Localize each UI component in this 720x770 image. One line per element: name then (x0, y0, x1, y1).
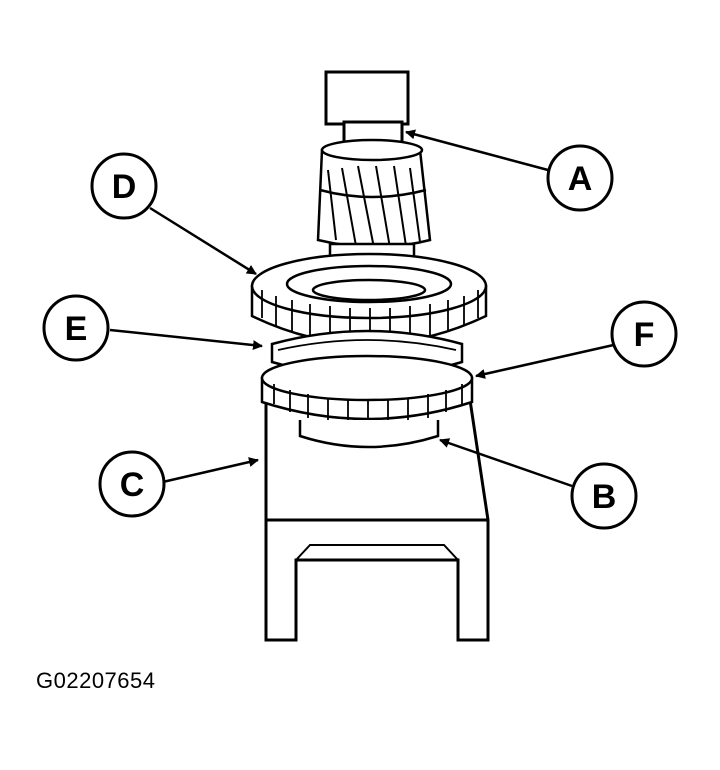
press-fixture (264, 398, 490, 642)
hub-gear-f (260, 354, 474, 424)
bearing-b (298, 420, 440, 449)
leader-e (109, 328, 263, 351)
callout-e: E (42, 294, 110, 362)
callout-a-label: A (568, 160, 593, 198)
callout-a: A (546, 144, 614, 212)
callout-c: C (98, 450, 166, 518)
leader-c (153, 457, 259, 486)
callout-f: F (610, 300, 678, 368)
callout-c-label: C (120, 466, 145, 504)
callout-e-label: E (65, 310, 88, 348)
callout-f-label: F (634, 316, 655, 354)
figure-id: G02207654 (36, 668, 156, 693)
leader-a (405, 129, 549, 172)
leader-lines (109, 129, 619, 488)
callout-d-label: D (112, 168, 137, 206)
leader-b (439, 438, 573, 488)
callout-b: B (570, 462, 638, 530)
large-gear-d (250, 252, 488, 346)
callout-d: D (90, 152, 158, 220)
leader-f (475, 342, 619, 379)
helical-input-gear (316, 138, 432, 249)
leader-d (149, 206, 257, 276)
callout-b-label: B (592, 478, 617, 516)
